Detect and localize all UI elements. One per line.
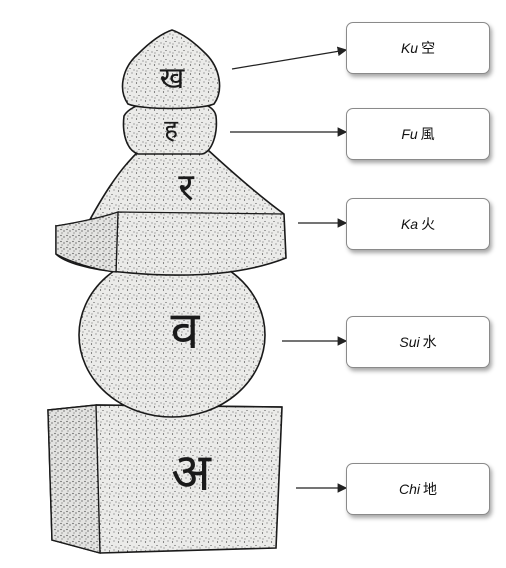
- svg-text:अ: अ: [171, 443, 212, 503]
- label-fu: Fu 風: [346, 108, 490, 160]
- svg-text:र: र: [178, 165, 195, 209]
- label-sui: Sui 水: [346, 316, 490, 368]
- svg-text:व: व: [171, 301, 201, 361]
- label-sui-kanji: 水: [422, 335, 437, 351]
- label-ku-kanji: 空: [421, 41, 436, 57]
- label-fu-kanji: 風: [420, 127, 435, 143]
- ku-connector-arrow: [231, 46, 348, 70]
- sui-stone-sphere: व: [78, 252, 266, 418]
- label-ku-roman: Ku: [400, 40, 419, 56]
- label-ka-kanji: 火: [421, 217, 436, 233]
- label-ka-roman: Ka: [400, 216, 419, 232]
- ku-stone-jewel: ख: [121, 29, 221, 110]
- chi-stone-cube: अ: [47, 404, 283, 554]
- svg-text:ह: ह: [164, 115, 179, 145]
- label-fu-roman: Fu: [401, 126, 418, 142]
- ka-stone-roof: र: [55, 149, 287, 276]
- label-chi-roman: Chi: [398, 481, 420, 497]
- label-ka: Ka 火: [346, 198, 490, 250]
- label-sui-roman: Sui: [399, 334, 420, 350]
- label-ku: Ku 空: [346, 22, 490, 74]
- label-chi: Chi 地: [346, 463, 490, 515]
- label-chi-kanji: 地: [423, 482, 437, 498]
- svg-text:ख: ख: [160, 61, 185, 96]
